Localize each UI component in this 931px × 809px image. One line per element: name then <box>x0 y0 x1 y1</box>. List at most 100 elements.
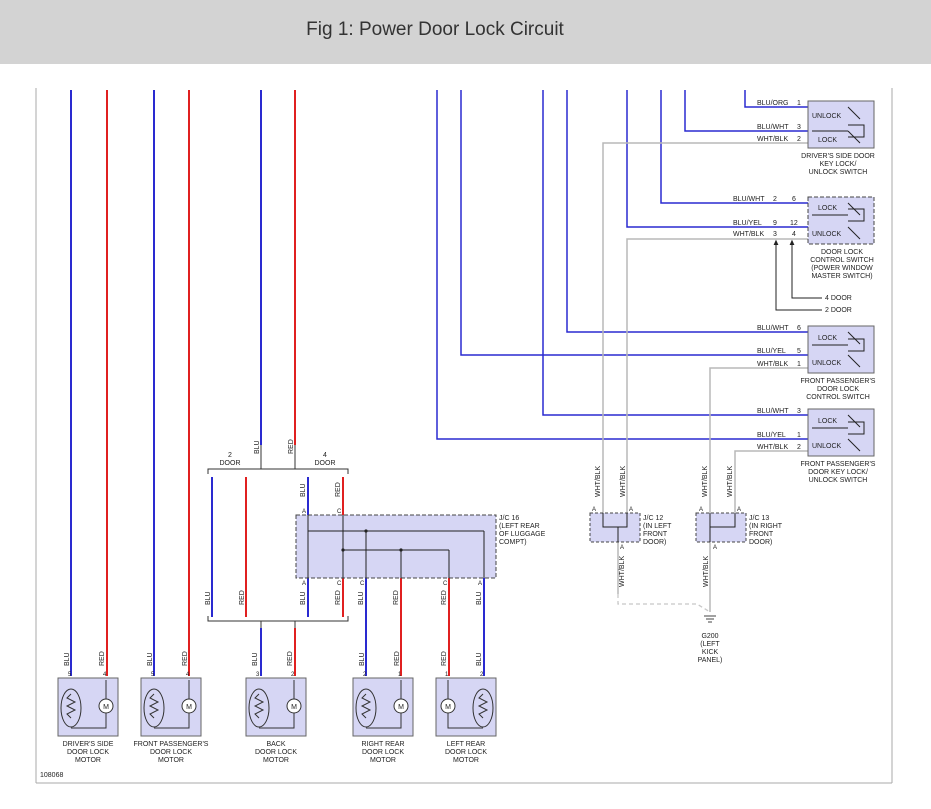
motor-label: MOTOR <box>453 757 479 764</box>
driver-key-lock-switch: UNLOCK LOCK BLU/ORG 1 BLU/WHT 3 WHT/BLK … <box>757 100 875 176</box>
svg-text:WHT/BLK: WHT/BLK <box>727 466 734 497</box>
svg-text:RED: RED <box>441 651 448 666</box>
svg-text:BLU: BLU <box>254 440 261 454</box>
svg-text:J/C 13: J/C 13 <box>749 515 769 522</box>
svg-text:PANEL): PANEL) <box>698 657 723 664</box>
svg-text:6: 6 <box>797 325 801 332</box>
svg-text:RED: RED <box>335 482 342 497</box>
svg-text:1: 1 <box>797 100 801 107</box>
svg-text:3: 3 <box>797 124 801 131</box>
motor-label: MOTOR <box>75 757 101 764</box>
svg-text:A: A <box>478 581 482 587</box>
svg-text:RED: RED <box>393 590 400 605</box>
svg-text:WHT/BLK: WHT/BLK <box>619 556 626 587</box>
door-braces <box>207 445 349 628</box>
door-2-label: 2 <box>228 452 232 459</box>
svg-text:RED: RED <box>239 590 246 605</box>
svg-text:WHT/BLK: WHT/BLK <box>703 556 710 587</box>
svg-text:4: 4 <box>103 672 107 678</box>
svg-text:BLU/ORG: BLU/ORG <box>757 100 789 107</box>
svg-text:BLU: BLU <box>476 652 483 666</box>
diagram-frame <box>35 88 893 784</box>
svg-text:BLU/WHT: BLU/WHT <box>757 124 789 131</box>
svg-text:RED: RED <box>287 651 294 666</box>
front-passenger-control-switch: LOCK UNLOCK BLU/WHT 6 BLU/YEL 5 WHT/BLK … <box>757 325 876 401</box>
svg-text:M: M <box>103 704 109 711</box>
svg-text:WHT/BLK: WHT/BLK <box>733 231 764 238</box>
motor-label: DOOR LOCK <box>150 749 192 756</box>
svg-text:RED: RED <box>335 590 342 605</box>
junction-jc16: A C A C C C A J/C 16 (LEFT REAR OF LUGGA… <box>295 509 546 587</box>
svg-text:G200: G200 <box>701 633 718 640</box>
svg-text:BLU: BLU <box>205 591 212 605</box>
svg-text:M: M <box>445 704 451 711</box>
svg-text:KICK: KICK <box>702 649 719 656</box>
svg-text:2: 2 <box>363 672 367 678</box>
svg-text:UNLOCK SWITCH: UNLOCK SWITCH <box>809 477 868 484</box>
svg-text:M: M <box>186 704 192 711</box>
motor-label: RIGHT REAR <box>361 741 404 748</box>
svg-text:5: 5 <box>797 348 801 355</box>
motor-label: DOOR LOCK <box>362 749 404 756</box>
motor-label: DOOR LOCK <box>67 749 109 756</box>
svg-text:WHT/BLK: WHT/BLK <box>757 444 788 451</box>
svg-text:RED: RED <box>182 651 189 666</box>
junction-jc12: A A A J/C 12 (IN LEFT FRONT DOOR) <box>589 507 672 551</box>
coil-icon <box>248 688 270 728</box>
svg-text:RED: RED <box>394 651 401 666</box>
svg-text:KEY LOCK/: KEY LOCK/ <box>820 161 857 168</box>
coil-icon <box>355 688 377 728</box>
svg-text:DOOR LOCK: DOOR LOCK <box>817 386 859 393</box>
title-bar: Fig 1: Power Door Lock Circuit <box>0 0 931 64</box>
svg-text:WHT/BLK: WHT/BLK <box>757 361 788 368</box>
motor-label: FRONT PASSENGER'S <box>134 741 209 748</box>
svg-text:UNLOCK: UNLOCK <box>812 231 842 238</box>
svg-text:WHT/BLK: WHT/BLK <box>595 466 602 497</box>
svg-text:(LEFT REAR: (LEFT REAR <box>499 523 540 530</box>
svg-text:A: A <box>592 507 596 513</box>
svg-text:FRONT PASSENGER'S: FRONT PASSENGER'S <box>801 378 876 385</box>
svg-text:BLU: BLU <box>476 591 483 605</box>
svg-text:BLU/YEL: BLU/YEL <box>733 220 762 227</box>
coil-icon <box>60 688 82 728</box>
svg-text:3: 3 <box>256 672 260 678</box>
door-lock-control-switch: LOCK UNLOCK BLU/WHT 2 6 BLU/YEL 9 12 WHT… <box>733 196 875 280</box>
svg-text:2: 2 <box>480 672 484 678</box>
motor-label: MOTOR <box>370 757 396 764</box>
svg-text:4 DOOR: 4 DOOR <box>825 295 852 302</box>
svg-text:DRIVER'S SIDE DOOR: DRIVER'S SIDE DOOR <box>801 153 875 160</box>
coil-icon <box>472 688 494 728</box>
svg-text:2: 2 <box>291 672 295 678</box>
door-2-label-2: DOOR <box>220 460 241 467</box>
svg-text:2: 2 <box>773 196 777 203</box>
svg-text:BLU/WHT: BLU/WHT <box>733 196 765 203</box>
svg-text:UNLOCK: UNLOCK <box>812 360 842 367</box>
svg-text:BLU: BLU <box>359 652 366 666</box>
svg-text:12: 12 <box>790 220 798 227</box>
svg-text:3: 3 <box>773 231 777 238</box>
wht-blk-labels: WHT/BLK WHT/BLK WHT/BLK WHT/BLK WHT/BLK … <box>595 466 734 587</box>
svg-text:UNLOCK: UNLOCK <box>812 113 842 120</box>
motor-label: MOTOR <box>158 757 184 764</box>
svg-text:4: 4 <box>792 231 796 238</box>
ground-wires <box>602 142 808 612</box>
svg-text:OF LUGGAGE: OF LUGGAGE <box>499 531 546 538</box>
svg-text:BLU/WHT: BLU/WHT <box>757 325 789 332</box>
motor-label: DRIVER'S SIDE <box>63 741 114 748</box>
svg-text:(IN RIGHT: (IN RIGHT <box>749 523 783 530</box>
door-4-label: 4 <box>323 452 327 459</box>
junction-jc13: A A A J/C 13 (IN RIGHT FRONT DOOR) <box>695 507 783 551</box>
motor-label: BACK <box>266 741 285 748</box>
svg-text:BLU/YEL: BLU/YEL <box>757 432 786 439</box>
svg-text:LOCK: LOCK <box>818 137 837 144</box>
dashed-ground-link <box>617 594 711 613</box>
svg-text:C: C <box>337 509 342 515</box>
svg-text:1: 1 <box>398 672 402 678</box>
svg-text:1: 1 <box>797 361 801 368</box>
svg-text:WHT/BLK: WHT/BLK <box>620 466 627 497</box>
svg-text:5: 5 <box>68 672 72 678</box>
